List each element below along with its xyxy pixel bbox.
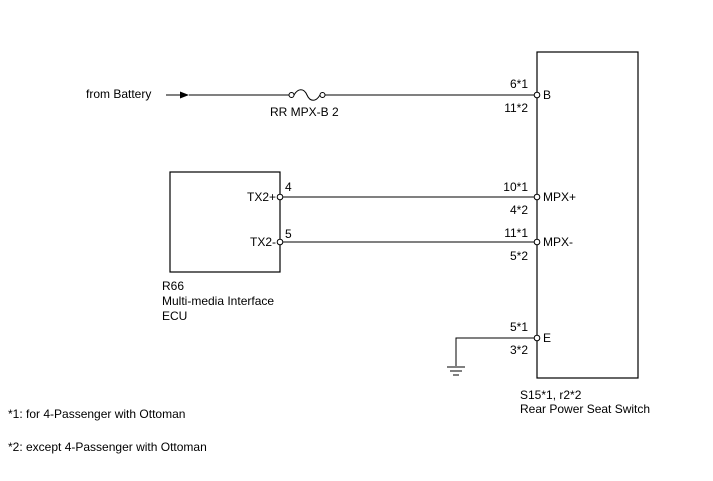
ecu-tx2-minus-pin-icon — [276, 238, 284, 246]
ecu-tx2-minus-pin: 5 — [285, 227, 292, 241]
note-1: *1: for 4-Passenger with Ottoman — [8, 407, 185, 421]
terminal-e-pin-icon — [533, 334, 541, 342]
switch-name-label: Rear Power Seat Switch — [520, 402, 650, 416]
ecu-tx2-plus-pin: 4 — [285, 180, 292, 194]
rear-power-seat-switch-box — [536, 51, 639, 379]
terminal-mpx-minus-pin1: 11*1 — [504, 226, 528, 240]
terminal-mpx-minus-pin-icon — [533, 238, 541, 246]
terminal-b-pin2: 11*2 — [504, 101, 528, 115]
fuse-icon — [288, 89, 326, 101]
switch-code-label: S15*1, r2*2 — [520, 388, 582, 402]
ground-icon — [447, 366, 465, 376]
wire-e-to-ground — [455, 337, 534, 366]
terminal-mpx-plus-pin2: 4*2 — [510, 203, 528, 217]
terminal-mpx-minus-pin2: 5*2 — [510, 249, 528, 263]
terminal-mpx-plus-name: MPX+ — [543, 190, 576, 204]
ecu-tx2-plus-name: TX2+ — [247, 190, 276, 204]
battery-arrow-icon — [166, 91, 189, 99]
terminal-mpx-plus-pin1: 10*1 — [503, 180, 528, 194]
ecu-code-label: R66 — [162, 279, 184, 293]
ecu-tx2-minus-name: TX2- — [250, 235, 276, 249]
terminal-e-name: E — [543, 331, 551, 345]
ecu-name-line1: Multi-media Interface — [162, 294, 274, 308]
terminal-b-name: B — [543, 88, 551, 102]
ecu-name-line2: ECU — [162, 309, 187, 323]
multimedia-interface-ecu-box — [169, 171, 281, 273]
terminal-mpx-plus-pin-icon — [533, 193, 541, 201]
terminal-e-pin2: 3*2 — [510, 343, 528, 357]
note-2: *2: except 4-Passenger with Ottoman — [8, 440, 207, 454]
terminal-b-pin1: 6*1 — [510, 77, 528, 91]
ecu-tx2-plus-pin-icon — [276, 193, 284, 201]
terminal-b-pin-icon — [533, 91, 541, 99]
battery-source-label: from Battery — [86, 87, 151, 101]
terminal-mpx-minus-name: MPX- — [543, 235, 573, 249]
fuse-label: RR MPX-B 2 — [270, 105, 339, 119]
terminal-e-pin1: 5*1 — [510, 320, 528, 334]
